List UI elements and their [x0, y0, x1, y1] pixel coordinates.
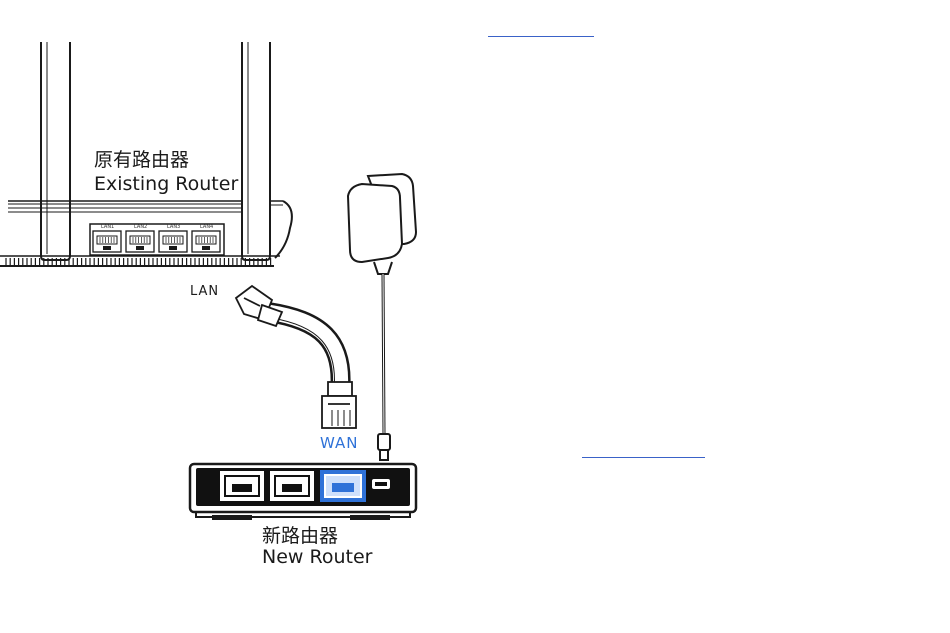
new-router: 新路由器 New Router [190, 464, 416, 568]
lan-port-label: LAN2 [134, 224, 147, 230]
new-router-power-port [372, 479, 390, 489]
existing-router-label-en: Existing Router [94, 173, 238, 195]
lan-port-label: LAN1 [101, 224, 114, 230]
existing-router-label-cn: 原有路由器 [94, 149, 189, 171]
lan-port-label: LAN4 [200, 224, 213, 230]
new-router-label-cn: 新路由器 [262, 525, 338, 547]
existing-router: LAN1 LAN2 LAN3 LAN4 原有路由器 Existing Router [0, 42, 292, 266]
new-router-port-2 [270, 471, 314, 501]
lan-label: LAN [190, 284, 219, 299]
antenna-right [242, 42, 270, 260]
existing-router-port-panel: LAN1 LAN2 LAN3 LAN4 [90, 224, 224, 255]
wan-label: WAN [320, 434, 359, 452]
lan-port-label: LAN3 [167, 224, 180, 230]
wan-plug [322, 382, 356, 428]
new-router-wan-port [320, 470, 366, 502]
power-adapter [348, 174, 416, 460]
new-router-port-1 [220, 471, 264, 501]
new-router-label-en: New Router [262, 546, 373, 568]
antenna-left [41, 42, 70, 260]
ethernet-cable: LAN WAN [190, 284, 359, 452]
